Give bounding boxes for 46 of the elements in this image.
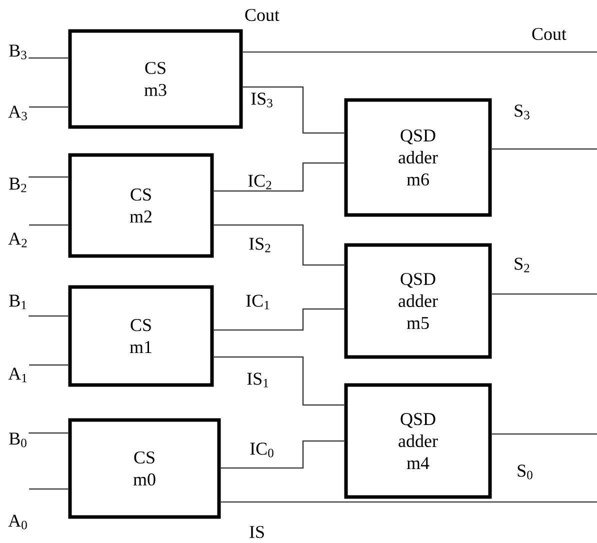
wire [28, 176, 68, 178]
signal-label: S$_{0}$ [518, 464, 532, 480]
adder-box: QSD adder m6 [344, 98, 492, 217]
wire [28, 57, 68, 59]
signal-label: IS$_{2}$ [249, 238, 270, 252]
wire [214, 162, 344, 192]
wire [492, 433, 597, 435]
signal-label: IS [250, 526, 264, 538]
wire [220, 440, 344, 469]
input-label: A$_{1}$ [8, 368, 27, 382]
wire [492, 148, 597, 150]
input-label: B$_{0}$ [9, 432, 26, 448]
wire [220, 501, 597, 503]
wire [214, 224, 344, 266]
signal-label: Cout [532, 28, 566, 40]
signal-label: IS$_{1}$ [247, 372, 268, 388]
input-label: A$_{2}$ [8, 232, 27, 248]
input-label: A$_{3}$ [8, 106, 27, 120]
signal-label: S$_{3}$ [514, 104, 530, 120]
wire [492, 293, 597, 295]
signal-label: S$_{2}$ [514, 258, 530, 272]
wire [29, 488, 68, 490]
signal-label: IC$_{2}$ [248, 174, 272, 190]
adder-box: QSD adder m5 [344, 243, 492, 359]
input-label: B$_{1}$ [9, 294, 26, 310]
signal-label: IS$_{3}$ [251, 92, 272, 108]
wire [29, 224, 68, 226]
input-label: A$_{0}$ [8, 514, 27, 530]
signal-label: IC$_{0}$ [250, 442, 274, 458]
input-label: B$_{3}$ [9, 44, 26, 60]
wire [242, 51, 597, 53]
wire [214, 308, 344, 331]
signal-label: IC$_{1}$ [246, 294, 270, 310]
carry-save-box: CS m0 [68, 418, 221, 519]
wire [242, 86, 344, 134]
wire [28, 315, 68, 317]
adder-box: QSD adder m4 [344, 383, 492, 499]
input-label: B$_{2}$ [9, 178, 26, 192]
signal-label: Cout [245, 8, 280, 22]
carry-save-box: CS m3 [68, 29, 243, 129]
wire [214, 356, 344, 406]
wire [29, 106, 68, 108]
carry-save-box: CS m1 [68, 285, 214, 387]
carry-save-box: CS m2 [68, 153, 214, 258]
wire [29, 364, 68, 366]
wire [28, 432, 68, 434]
